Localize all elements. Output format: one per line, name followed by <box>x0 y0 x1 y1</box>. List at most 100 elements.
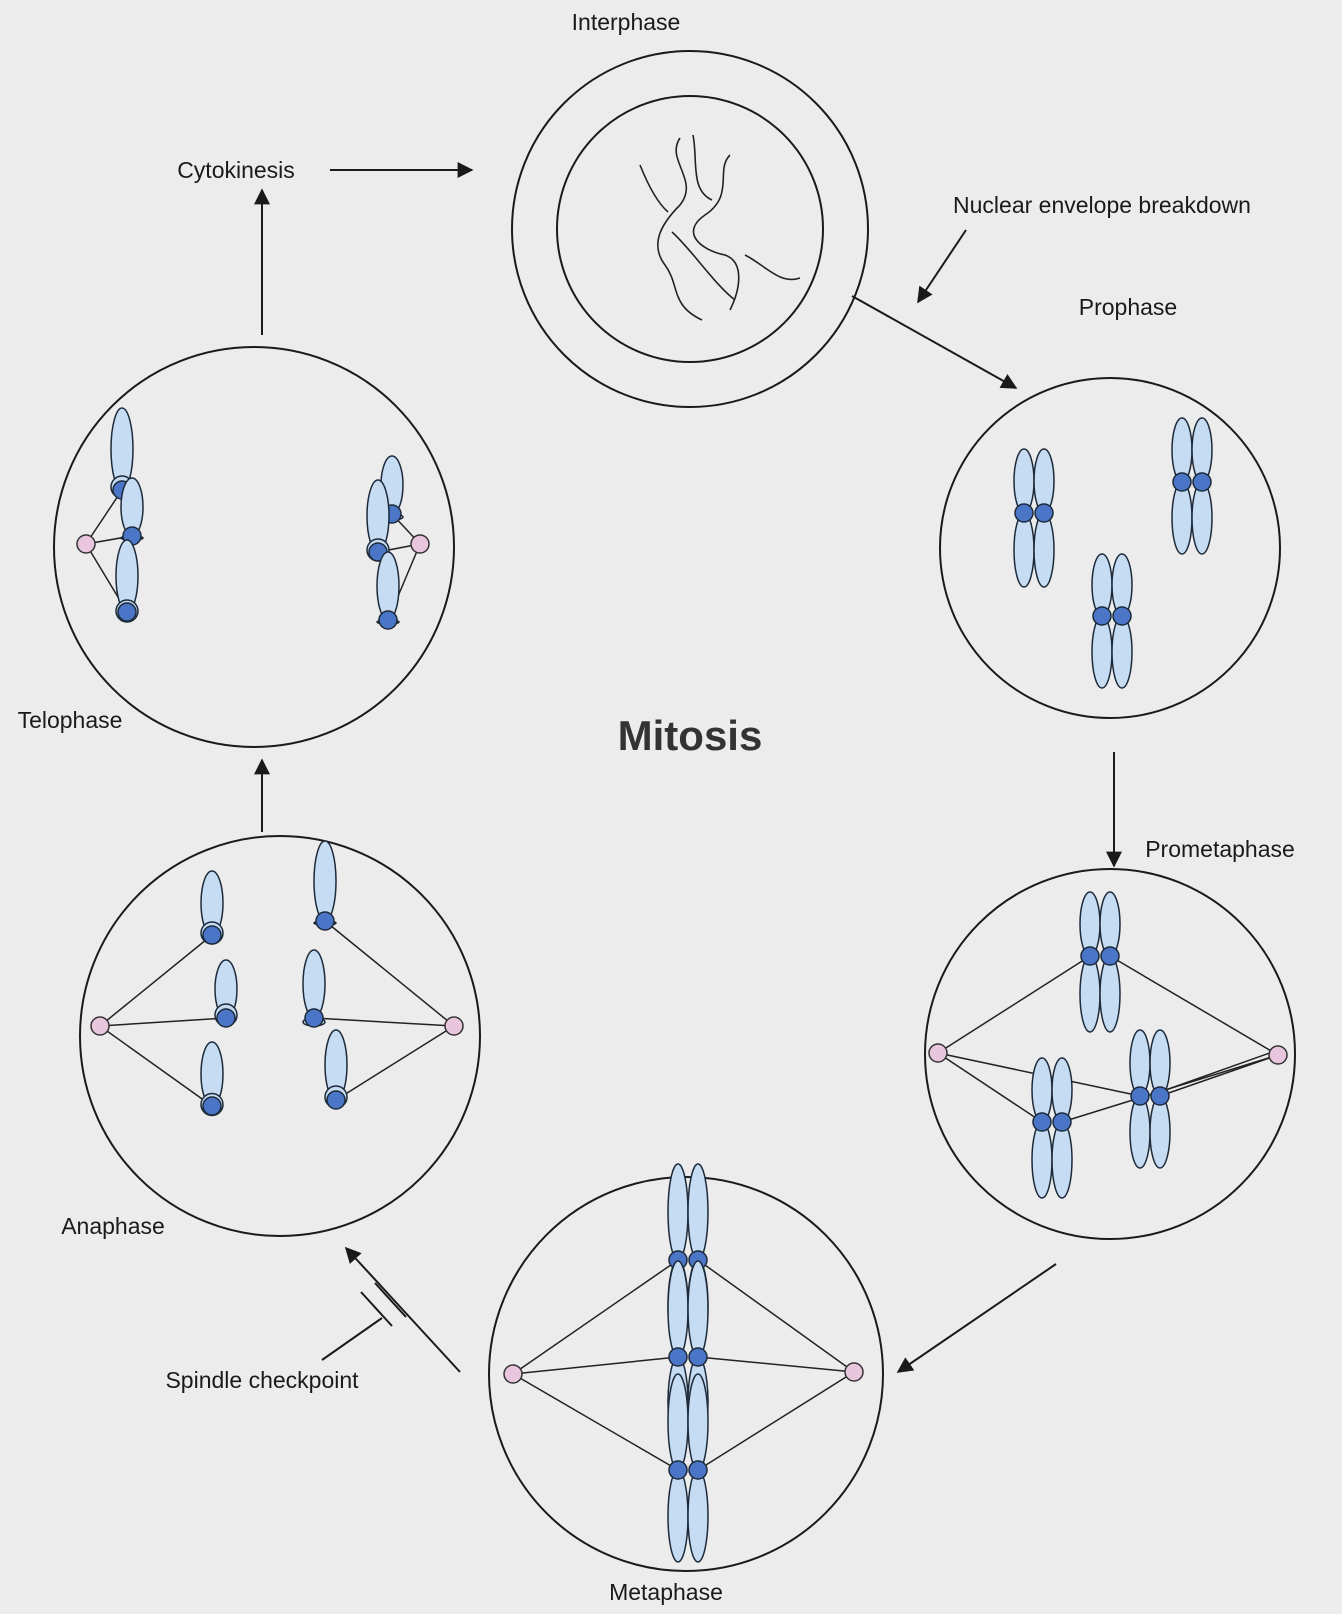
centrosome <box>91 1017 109 1035</box>
spindle-fiber <box>938 956 1090 1053</box>
nuclear-envelope-breakdown-label: Nuclear envelope breakdown <box>953 192 1251 218</box>
centromere <box>1033 1113 1051 1131</box>
chromatid <box>303 950 325 1027</box>
chromatid <box>367 480 389 561</box>
chromatid-arm <box>688 1164 708 1260</box>
chromatid <box>201 871 223 944</box>
anaphase-label: Anaphase <box>61 1213 165 1239</box>
cell-membrane <box>512 51 868 407</box>
centromere <box>217 1009 235 1027</box>
chromatid-arm <box>1032 1122 1052 1198</box>
centrosome <box>77 535 95 553</box>
chromatid-arm <box>1192 482 1212 554</box>
centrosome <box>411 535 429 553</box>
spindle-checkpoint-label: Spindle checkpoint <box>165 1367 359 1393</box>
spindle-fiber <box>1160 1055 1278 1096</box>
nuclear-envelope-pointer-arrow <box>918 230 966 302</box>
interphase-label: Interphase <box>572 9 681 35</box>
chromatid-arm <box>1034 513 1054 587</box>
centrosome <box>845 1363 863 1381</box>
anaphase-cell <box>80 836 480 1236</box>
centrosome <box>504 1365 522 1383</box>
centromere <box>1173 473 1191 491</box>
centromere <box>689 1461 707 1479</box>
centromere <box>1053 1113 1071 1131</box>
chromosome <box>1080 892 1120 1032</box>
spindle-fiber <box>100 1018 226 1026</box>
centromere <box>1101 947 1119 965</box>
cytokinesis-label: Cytokinesis <box>177 157 295 183</box>
chromatid-arm <box>688 1374 708 1470</box>
chromatid <box>201 1042 223 1116</box>
chromatin <box>640 135 800 320</box>
spindle-fiber <box>513 1357 678 1374</box>
interphase-cell <box>512 51 868 407</box>
spindle-fiber <box>100 935 212 1026</box>
chromatid-arm <box>1014 513 1034 587</box>
telophase-cell <box>54 347 454 747</box>
centromere <box>327 1091 345 1109</box>
chromatid-arm <box>668 1374 688 1470</box>
chromatid <box>215 960 237 1027</box>
centromere <box>379 611 397 629</box>
nucleus <box>557 96 823 362</box>
chromatid-arm <box>1112 616 1132 688</box>
centromere <box>1081 947 1099 965</box>
centromere <box>689 1348 707 1366</box>
chromatid <box>121 478 143 545</box>
chromatid-arm <box>377 552 399 620</box>
centromere <box>1113 607 1131 625</box>
chromatid-arm <box>668 1470 688 1562</box>
centromere <box>203 1097 221 1115</box>
chromosome <box>1014 449 1054 587</box>
chromatid-arm <box>314 841 336 921</box>
chromatid <box>377 552 399 629</box>
chromatid <box>325 1030 347 1109</box>
chromatid-arm <box>1052 1122 1072 1198</box>
metaphase-label: Metaphase <box>609 1579 723 1605</box>
centrosome <box>929 1044 947 1062</box>
spindle-fiber <box>513 1260 678 1374</box>
chromatid-arm <box>1150 1030 1170 1096</box>
centromere <box>1015 504 1033 522</box>
prophase-label: Prophase <box>1079 294 1177 320</box>
chromatid-arm <box>1092 616 1112 688</box>
spindle-fiber <box>100 1026 212 1106</box>
chromosome <box>1130 1030 1170 1168</box>
spindle-fiber <box>336 1026 454 1100</box>
metaphase-to-anaphase-arrow <box>346 1248 460 1372</box>
prometaphase-to-metaphase-arrow <box>898 1264 1056 1372</box>
chromatid-arm <box>688 1261 708 1357</box>
chromatid-arm <box>688 1470 708 1562</box>
chromatid-arm <box>1150 1096 1170 1168</box>
centromere <box>305 1009 323 1027</box>
spindle-fiber <box>314 1018 454 1026</box>
chromatid-arm <box>303 950 325 1018</box>
chromosome <box>1032 1058 1072 1198</box>
centromere <box>1131 1087 1149 1105</box>
spindle-fiber <box>325 921 454 1026</box>
centromere <box>669 1461 687 1479</box>
chromatid-arm <box>1172 482 1192 554</box>
centromere <box>669 1348 687 1366</box>
spindle-fiber <box>1160 1050 1278 1092</box>
centromere <box>316 912 334 930</box>
centromere <box>203 926 221 944</box>
spindle-fiber <box>513 1374 678 1470</box>
chromatid-arm <box>668 1261 688 1357</box>
centrosome <box>445 1017 463 1035</box>
telophase-label: Telophase <box>18 707 123 733</box>
centromere <box>1035 504 1053 522</box>
chromatid-arm <box>1100 956 1120 1032</box>
spindle-fiber <box>698 1357 854 1372</box>
chromatid-arm <box>1130 1030 1150 1096</box>
centromere <box>118 603 136 621</box>
diagram-title: Mitosis <box>618 712 763 759</box>
spindle-fiber <box>698 1260 854 1372</box>
prometaphase-label: Prometaphase <box>1145 836 1295 862</box>
chromatid-arm <box>1080 956 1100 1032</box>
chromatid-arm <box>1130 1096 1150 1168</box>
interphase-to-prophase-arrow <box>852 296 1016 388</box>
spindle-fiber <box>698 1372 854 1470</box>
